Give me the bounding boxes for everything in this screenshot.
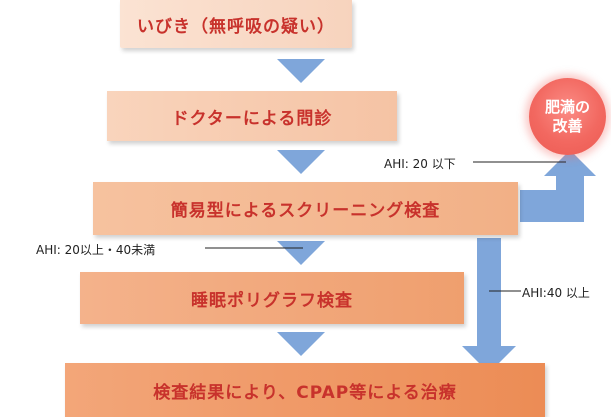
step-doctor-interview: ドクターによる問診 — [107, 91, 397, 141]
step-label: ドクターによる問診 — [171, 108, 333, 129]
step-label: 簡易型によるスクリーニング検査 — [170, 201, 441, 221]
step-treatment: 検査結果により、CPAP等による治療 — [65, 363, 545, 417]
long-arrow-shaft — [477, 238, 501, 346]
down-arrow-4 — [277, 332, 325, 356]
step-label: 検査結果により、CPAP等による治療 — [153, 382, 457, 403]
down-arrow-3 — [277, 241, 325, 265]
step-simple-screening: 簡易型によるスクリーニング検査 — [93, 182, 518, 235]
elbow-arrow — [520, 150, 596, 222]
outcome-line-2: 改善 — [552, 116, 583, 135]
outcome-weight-loss-circle: 肥満の 改善 — [529, 78, 606, 155]
step-snoring: いびき（無呼吸の疑い） — [120, 0, 352, 48]
down-arrow-2 — [277, 150, 325, 174]
down-arrow-1 — [277, 59, 325, 83]
outcome-line-1: 肥満の — [544, 97, 590, 116]
long-arrow-head — [462, 346, 516, 373]
annotation-ahi-40-above: AHI:40 以上 — [522, 286, 590, 300]
step-label: いびき（無呼吸の疑い） — [137, 16, 335, 37]
step-polysomnography: 睡眠ポリグラフ検査 — [80, 272, 464, 324]
step-label: 睡眠ポリグラフ検査 — [191, 290, 353, 311]
annotation-ahi-below-20: AHI: 20 以下 — [384, 157, 456, 171]
annotation-ahi-20-40: AHI: 20以上・40未満 — [36, 243, 156, 257]
